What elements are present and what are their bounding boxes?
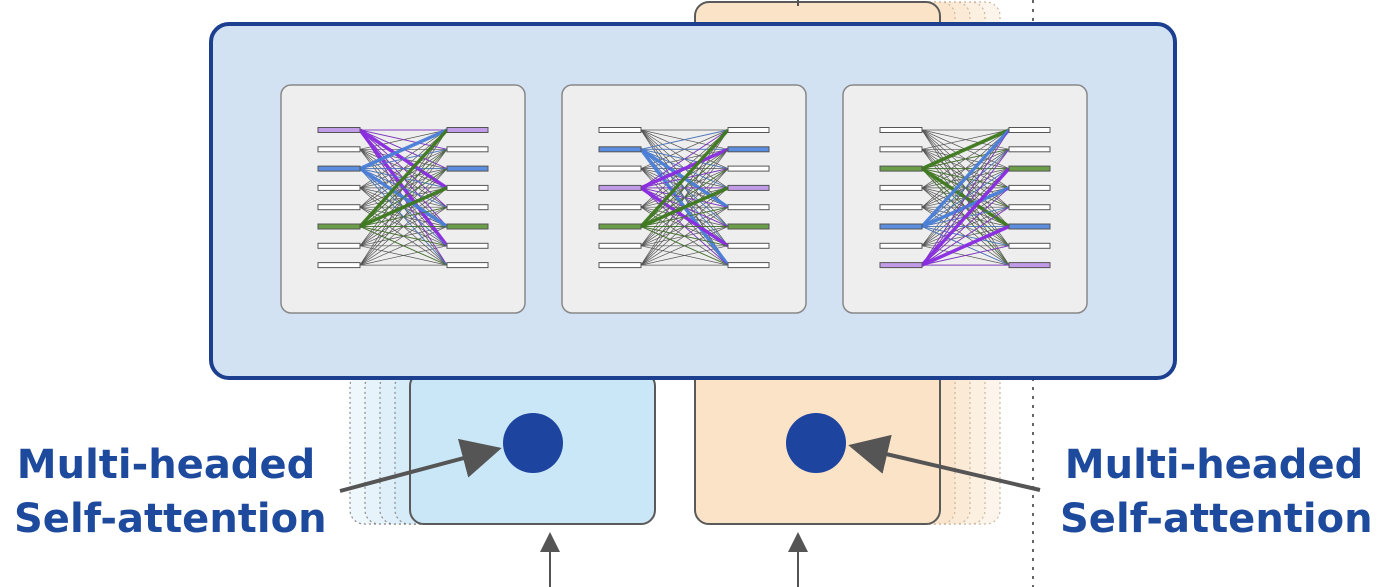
attention-connection-highlight — [640, 147, 729, 190]
token-bar-input — [317, 184, 361, 191]
token-bar-output — [1008, 262, 1051, 269]
attention-head-3 — [842, 84, 1088, 314]
attention-connection-highlight — [359, 148, 448, 170]
token-bar-output — [727, 165, 770, 172]
token-bar-output — [727, 184, 770, 191]
attention-head-2 — [561, 84, 807, 314]
encoder-attention-dot — [503, 413, 563, 473]
token-bar-output — [446, 165, 489, 172]
token-bar-output — [727, 146, 770, 153]
token-bar-input — [879, 146, 923, 153]
token-bar-output — [1008, 146, 1051, 153]
attention-connection-highlight — [640, 206, 729, 227]
token-bar-output — [1008, 127, 1051, 133]
attention-connection-highlight — [639, 128, 730, 228]
attention-connection-highlight — [359, 128, 448, 171]
token-bar-output — [1008, 184, 1051, 191]
right-label-line2: Self-attention — [1060, 496, 1373, 542]
attention-connection-highlight — [359, 168, 448, 227]
attention-connection-highlight — [920, 167, 1011, 267]
attention-connection-highlight — [640, 226, 729, 266]
attention-connection-highlight — [640, 129, 729, 150]
token-bar-output — [446, 242, 489, 249]
attention-connection-highlight — [640, 129, 729, 189]
token-bar-output — [446, 204, 489, 211]
attention-connection-highlight — [359, 206, 448, 227]
token-bar-output — [1008, 223, 1051, 230]
attention-connection-highlight — [921, 148, 1010, 227]
token-bar-output — [446, 184, 489, 191]
attention-connection-highlight — [640, 168, 729, 227]
attention-connection-highlight — [921, 245, 1010, 266]
token-bar-input — [317, 127, 361, 133]
attention-connection — [921, 129, 1010, 150]
token-bar-input — [317, 165, 361, 172]
right-multihead-label: Multi-headed Self-attention — [1060, 438, 1373, 546]
token-bar-input — [879, 184, 923, 191]
attention-connection-highlight — [921, 148, 1010, 266]
left-label-line2: Self-attention — [14, 496, 327, 542]
token-bar-output — [446, 146, 489, 153]
token-bar-input — [598, 242, 642, 249]
token-bar-output — [1008, 165, 1051, 172]
token-bar-input — [598, 223, 642, 230]
token-bar-output — [727, 127, 770, 133]
attention-connection-highlight — [921, 224, 1010, 267]
attention-connection-highlight — [359, 186, 448, 229]
token-bar-input — [598, 204, 642, 211]
token-bar-input — [879, 204, 923, 211]
token-bar-input — [317, 204, 361, 211]
attention-connection-highlight — [359, 226, 448, 247]
token-bar-output — [727, 204, 770, 211]
attention-connection — [640, 245, 729, 266]
token-bar-output — [446, 262, 489, 269]
attention-connection-highlight — [358, 128, 449, 228]
token-bar-input — [317, 223, 361, 230]
token-bar-input — [598, 262, 642, 269]
token-bar-input — [598, 127, 642, 133]
token-bar-input — [879, 223, 923, 230]
attention-connection-highlight — [921, 128, 1010, 171]
attention-connection-highlight — [359, 148, 448, 227]
token-bar-output — [727, 262, 770, 269]
token-bar-input — [879, 242, 923, 249]
token-bar-output — [1008, 204, 1051, 211]
attention-connection-highlight — [640, 148, 729, 227]
right-label-line1: Multi-headed — [1064, 442, 1364, 488]
attention-head-1 — [280, 84, 526, 314]
attention-connection-highlight — [640, 226, 729, 247]
token-bar-input — [879, 262, 923, 269]
token-bar-output — [446, 127, 489, 133]
token-bar-output — [727, 242, 770, 249]
token-bar-output — [727, 223, 770, 230]
token-bar-input — [879, 165, 923, 172]
right-label-arrow — [848, 434, 1041, 492]
token-bar-input — [317, 146, 361, 153]
attention-connection-highlight — [921, 129, 1010, 266]
token-bar-input — [879, 127, 923, 133]
left-label-line1: Multi-headed — [16, 442, 316, 488]
token-bar-output — [446, 223, 489, 230]
token-bar-output — [1008, 242, 1051, 249]
attention-connection-highlight — [920, 128, 1011, 228]
left-multihead-label: Multi-headed Self-attention — [14, 438, 327, 546]
token-bar-input — [598, 184, 642, 191]
token-bar-input — [317, 242, 361, 249]
attention-connection-highlight — [359, 226, 448, 266]
token-bar-input — [598, 146, 642, 153]
token-bar-input — [317, 262, 361, 269]
attention-connection-highlight — [640, 186, 729, 229]
attention-connection-highlight — [921, 206, 1010, 266]
attention-connection-highlight — [921, 187, 1010, 266]
decoder-attention-dot — [786, 413, 846, 473]
left-label-arrow — [339, 438, 502, 493]
token-bar-input — [598, 165, 642, 172]
